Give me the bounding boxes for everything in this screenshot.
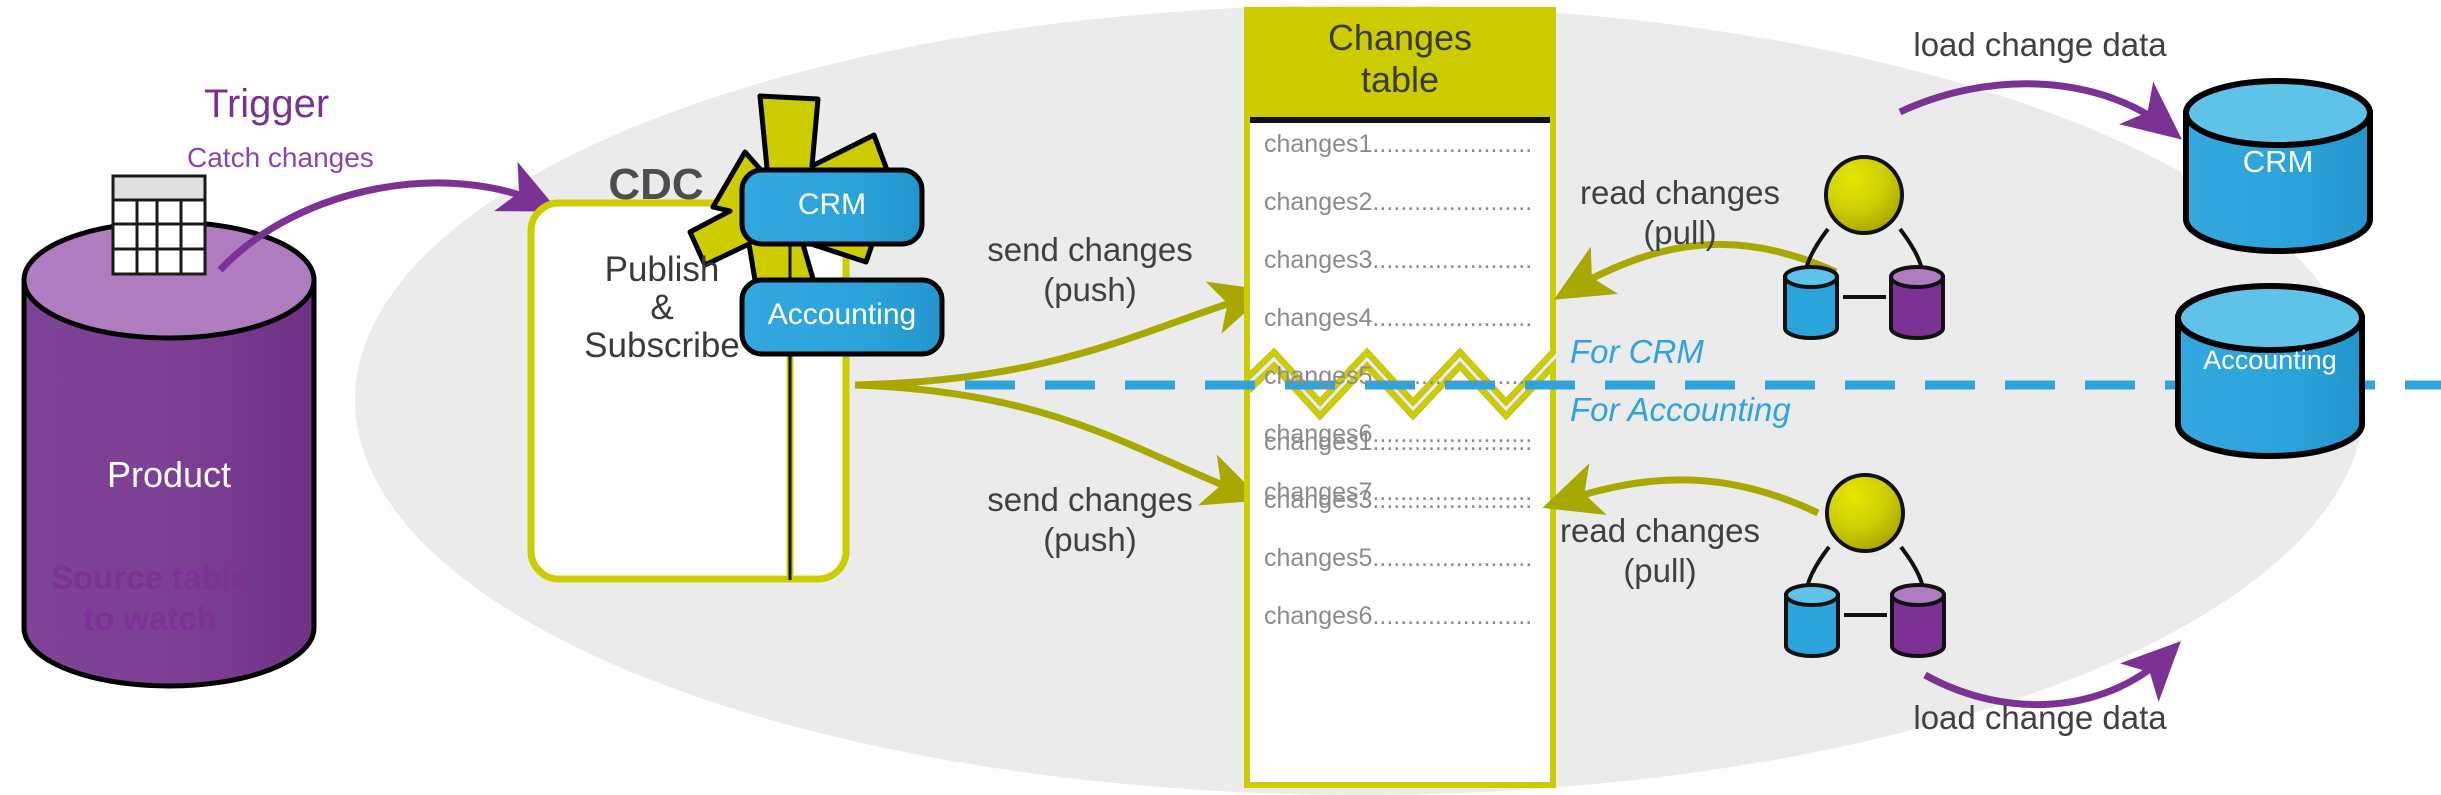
cdc-subtitle-publish: Publish <box>604 250 720 289</box>
read-changes-bottom-line1: read changes <box>1560 512 1760 549</box>
changes-row: changes1....................... <box>1264 428 1533 456</box>
load-change-data-top-label: load change data <box>1913 26 2167 63</box>
read-changes-bottom-line2: (pull) <box>1623 552 1697 589</box>
changes-table-title-line1: Changes <box>1327 17 1473 58</box>
send-changes-bottom-line1: send changes <box>987 481 1193 518</box>
source-db-label: Product <box>106 454 232 495</box>
send-changes-top-line1: send changes <box>987 231 1193 268</box>
cdc-subtitle-amp: & <box>650 288 674 327</box>
pill-accounting-shape <box>739 277 945 357</box>
load-change-data-bottom-arrow <box>1923 641 2181 709</box>
send-changes-top-arrow <box>854 281 1270 389</box>
changes-row: changes6....................... <box>1264 602 1533 630</box>
etl-integration-icon-bottom <box>1784 473 1946 658</box>
send-changes-bottom-line2: (push) <box>1043 521 1137 558</box>
cdc-subtitle-subscribe: Subscribe <box>584 326 740 365</box>
send-changes-top-line2: (push) <box>1043 271 1137 308</box>
target-db-accounting-label: Accounting <box>2203 345 2337 375</box>
source-grid-table-icon <box>111 174 207 276</box>
changes-table-paper <box>1244 7 1556 788</box>
target-db-crm-icon <box>2183 78 2373 254</box>
changes-table-title-line2: table <box>1360 59 1440 100</box>
changes-table-upper-rows: changes1....................... changes2.… <box>1264 130 1554 506</box>
source-caption-line1: Source table <box>50 559 250 596</box>
changes-row: changes3....................... <box>1264 246 1533 274</box>
send-changes-bottom-arrow <box>854 381 1263 506</box>
changes-row: changes2....................... <box>1264 188 1533 216</box>
changes-table-lower-rows: changes1....................... changes3.… <box>1264 428 1554 630</box>
target-db-crm-label: CRM <box>2242 144 2314 179</box>
changes-row: changes4....................... <box>1264 304 1533 332</box>
source-caption-line2: to watch <box>83 600 217 637</box>
read-changes-bottom-arrow <box>1542 463 1820 517</box>
changes-row: changes6....................... <box>1264 420 1533 448</box>
target-db-accounting-icon <box>2175 283 2365 459</box>
pill-accounting-label[interactable]: Accounting <box>767 298 917 331</box>
trigger-label: Trigger <box>204 82 330 126</box>
pill-crm-label[interactable]: CRM <box>797 188 867 221</box>
changes-row: changes5....................... <box>1264 362 1533 390</box>
etl-integration-icon-top <box>1783 155 1945 340</box>
read-changes-top-line1: read changes <box>1580 174 1780 211</box>
load-change-data-top-arrow <box>1898 80 2183 140</box>
load-change-data-bottom-label: load change data <box>1913 699 2167 736</box>
read-changes-top-line2: (pull) <box>1643 214 1717 251</box>
pill-crm-shape <box>739 167 925 247</box>
changes-row: changes3....................... <box>1264 486 1533 514</box>
changes-row: changes5....................... <box>1264 544 1533 572</box>
cdc-title: CDC <box>608 160 704 209</box>
divider-label-for-accounting: For Accounting <box>1570 391 1791 428</box>
divider-label-for-crm: For CRM <box>1570 333 1704 370</box>
read-changes-top-arrow <box>1553 240 1838 300</box>
changes-row: changes7....................... <box>1264 478 1533 506</box>
trigger-arrow-icon <box>217 161 559 273</box>
changes-row: changes1....................... <box>1264 130 1533 158</box>
catch-changes-label: Catch changes <box>187 142 374 173</box>
